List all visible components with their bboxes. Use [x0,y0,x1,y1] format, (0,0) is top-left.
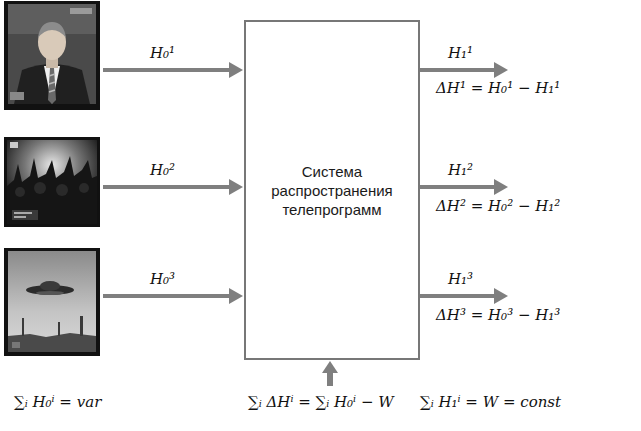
illustration-part [8,251,96,352]
illustration-part [8,4,96,104]
illustration-part [22,318,24,336]
signal-label: H₀³ [150,269,175,289]
illustration-part [14,64,90,104]
illustration-part [34,182,46,194]
illustration-part [14,212,32,214]
illustration-part [56,184,68,196]
process-box: Система распространения телепрограмм [244,20,420,360]
illustration-part [44,66,60,104]
signal-label: H₁¹ [448,43,473,63]
input-arrows [103,62,243,304]
announcer-photo [4,1,100,110]
signal-label: H₁³ [448,269,473,289]
sum-formula: ∑ᵢ ΔHⁱ = ∑ᵢ H₀ⁱ − W [248,392,394,412]
sum-formula: ∑ᵢ H₀ⁱ = var [14,392,101,412]
crowd-photo [4,137,100,227]
illustration-part [79,183,89,193]
illustration-part [70,8,92,14]
illustration-part [103,185,232,189]
box-label: Система распространения телепрограмм [246,156,418,225]
loss-arrow [322,361,338,386]
illustration-part [327,372,333,386]
illustration-part [40,281,60,291]
illustration-part [4,1,100,110]
illustration-part [49,74,55,76]
illustration-part [10,142,18,148]
sum-formula: ∑ᵢ H₁ⁱ = W = const [420,392,561,412]
illustration-part [417,68,496,72]
illustration-part [80,316,83,336]
signal-label: H₀² [150,160,175,180]
illustration-part [417,185,496,189]
output-arrows [417,62,508,304]
illustration-part [103,68,232,72]
illustration-part [36,291,64,295]
formula: ΔH³ = H₀³ − H₁³ [436,305,560,325]
signal-label: H₀¹ [150,43,175,63]
illustration-part [417,294,496,298]
illustration-part [494,288,508,304]
illustration-part [322,361,338,373]
illustration-part [58,322,60,336]
formula: ΔH² = H₀² − H₁² [436,196,560,216]
illustration-part [4,248,100,356]
illustration-part [12,210,38,220]
signal-label: H₁² [448,160,473,180]
illustration-part [49,82,55,84]
illustration-part [10,92,24,100]
illustration-part [48,68,56,104]
illustration-part [7,156,97,224]
illustration-part [494,62,508,78]
formula: ΔH¹ = H₀¹ − H₁¹ [436,78,560,98]
illustration-part [229,179,243,195]
illustration-part [229,288,243,304]
illustration-part [49,90,55,92]
illustration-part [494,179,508,195]
illustration-part [12,342,20,348]
illustration-part [15,187,25,197]
illustration-part [7,140,97,224]
illustration-part [103,294,232,298]
ufo-photo [4,248,100,356]
illustration-part [229,62,243,78]
illustration-part [38,22,66,38]
illustration-part [4,137,100,227]
illustration-part [14,216,26,218]
